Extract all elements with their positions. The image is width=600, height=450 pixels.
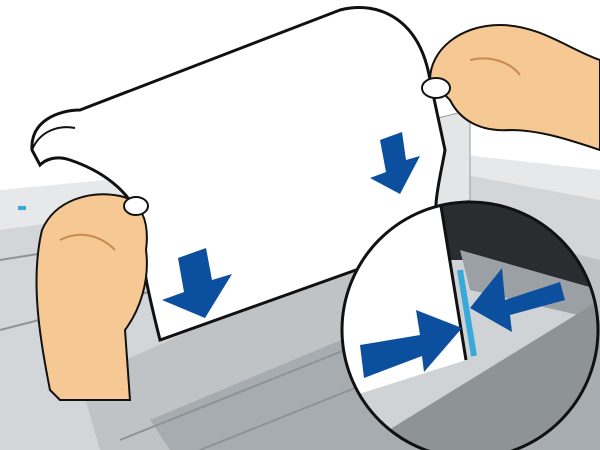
left-hand (35, 193, 149, 401)
detail-inset (340, 200, 600, 450)
left-arrow-icon (470, 268, 565, 332)
down-arrow-icon (370, 132, 420, 194)
down-arrow-icon (162, 248, 232, 318)
right-arrow-icon (360, 310, 462, 378)
